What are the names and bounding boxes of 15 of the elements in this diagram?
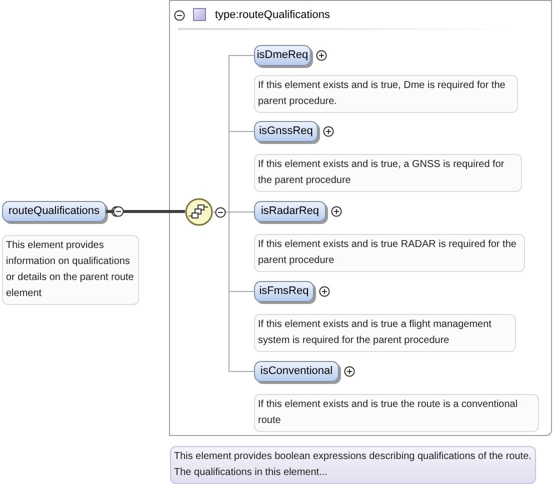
element-box: isFmsReq — [254, 281, 314, 302]
description-callout: If this element exists and is true, a GNSS is required for the parent procedure — [254, 154, 522, 192]
connector-line — [106, 210, 185, 213]
element-box: isDmeReq — [254, 45, 311, 66]
description-callout: This element provides boolean expressions describing qualifications of the route. The qualifications in this element... — [170, 446, 536, 484]
description-callout: This element provides information on qualifications or details on the parent route element — [2, 235, 139, 305]
description-callout: If this element exists and is true RADAR is required for the parent procedure — [254, 234, 525, 272]
element-box: isConventional — [254, 361, 339, 382]
description-callout: If this element exists and is true a flight management system is required for the parent procedure — [254, 314, 516, 352]
type-name: type:routeQualifications — [215, 8, 330, 23]
element-box: isRadarReq — [254, 201, 326, 222]
description-callout: If this element exists and is true, Dme is required for the parent procedure. — [254, 75, 518, 113]
description-callout: If this element exists and is true the route is a conventional route — [254, 394, 539, 432]
element-box: routeQualifications — [2, 201, 106, 222]
element-box: isGnssReq — [254, 121, 318, 142]
